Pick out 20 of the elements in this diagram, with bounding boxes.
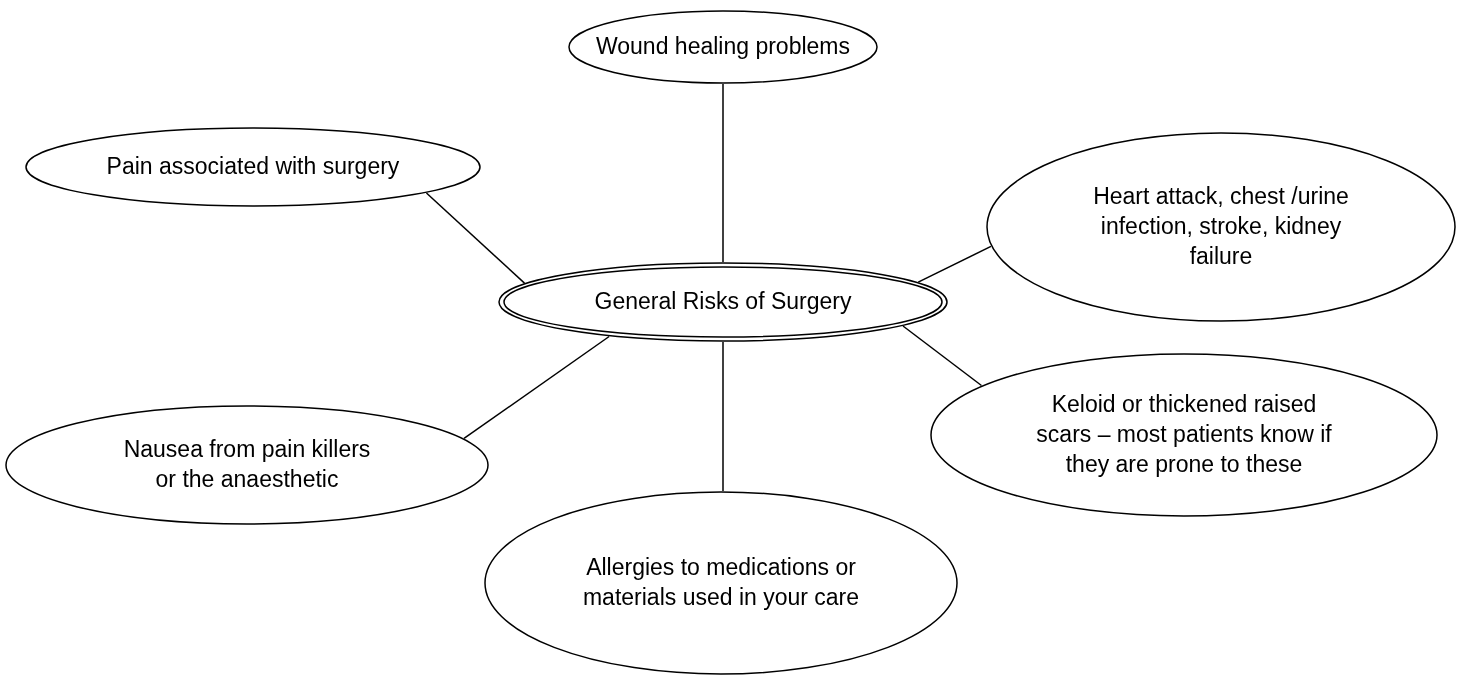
connector-line bbox=[425, 192, 526, 284]
risk-text: Heart attack, chest /urine infection, stroke, kidney failure bbox=[1092, 182, 1350, 271]
risk-ellipse bbox=[568, 10, 878, 84]
risk-ellipse bbox=[930, 353, 1438, 517]
risk-text: Nausea from pain killers or the anaesthetic bbox=[122, 435, 372, 494]
connector-line bbox=[463, 335, 610, 440]
risk-text: General Risks of Surgery bbox=[593, 287, 853, 317]
central-double-ellipse bbox=[498, 262, 948, 342]
risk-text: Pain associated with surgery bbox=[105, 152, 401, 182]
risk-ellipse bbox=[986, 132, 1456, 322]
risk-ellipse bbox=[5, 405, 489, 525]
connector-line bbox=[902, 325, 983, 387]
connector-line bbox=[722, 341, 724, 492]
risk-ellipse bbox=[484, 491, 958, 675]
connector-line bbox=[722, 83, 724, 263]
risk-text: Allergies to medications or materials used in your care bbox=[581, 553, 861, 612]
risk-text: Wound healing problems bbox=[595, 32, 851, 62]
connector-line bbox=[917, 245, 992, 283]
risk-ellipse bbox=[25, 127, 481, 207]
risk-text: Keloid or thickened raised scars – most patients know if they are prone to these bbox=[1035, 390, 1333, 479]
